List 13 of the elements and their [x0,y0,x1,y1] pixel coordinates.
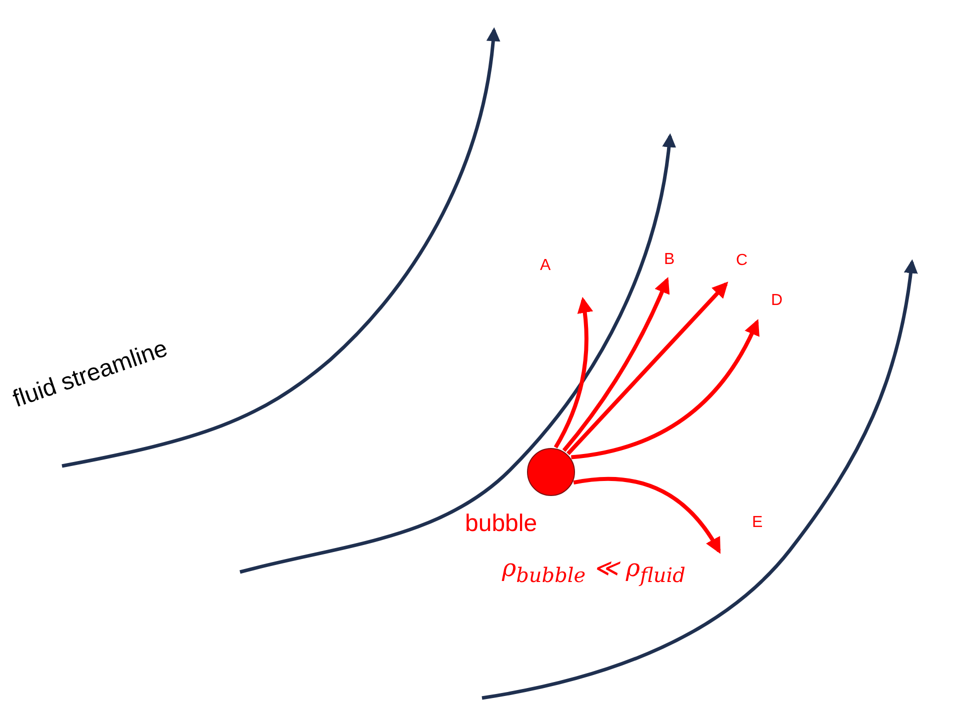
path-label: A [540,258,551,274]
bubble-circle [527,448,575,496]
arrow [554,296,593,448]
arrow [573,476,721,554]
path-label: B [664,252,675,268]
arrow [570,319,759,460]
path-label: C [736,253,748,269]
density-formula: ρ$_{bubble}$ ≪ ρ$_{fluid}$ [502,556,686,585]
path-label: D [771,293,783,309]
arrow [562,277,670,452]
caption-text: bubble [465,512,538,536]
path-label: E [752,515,763,531]
arrow [566,282,728,456]
